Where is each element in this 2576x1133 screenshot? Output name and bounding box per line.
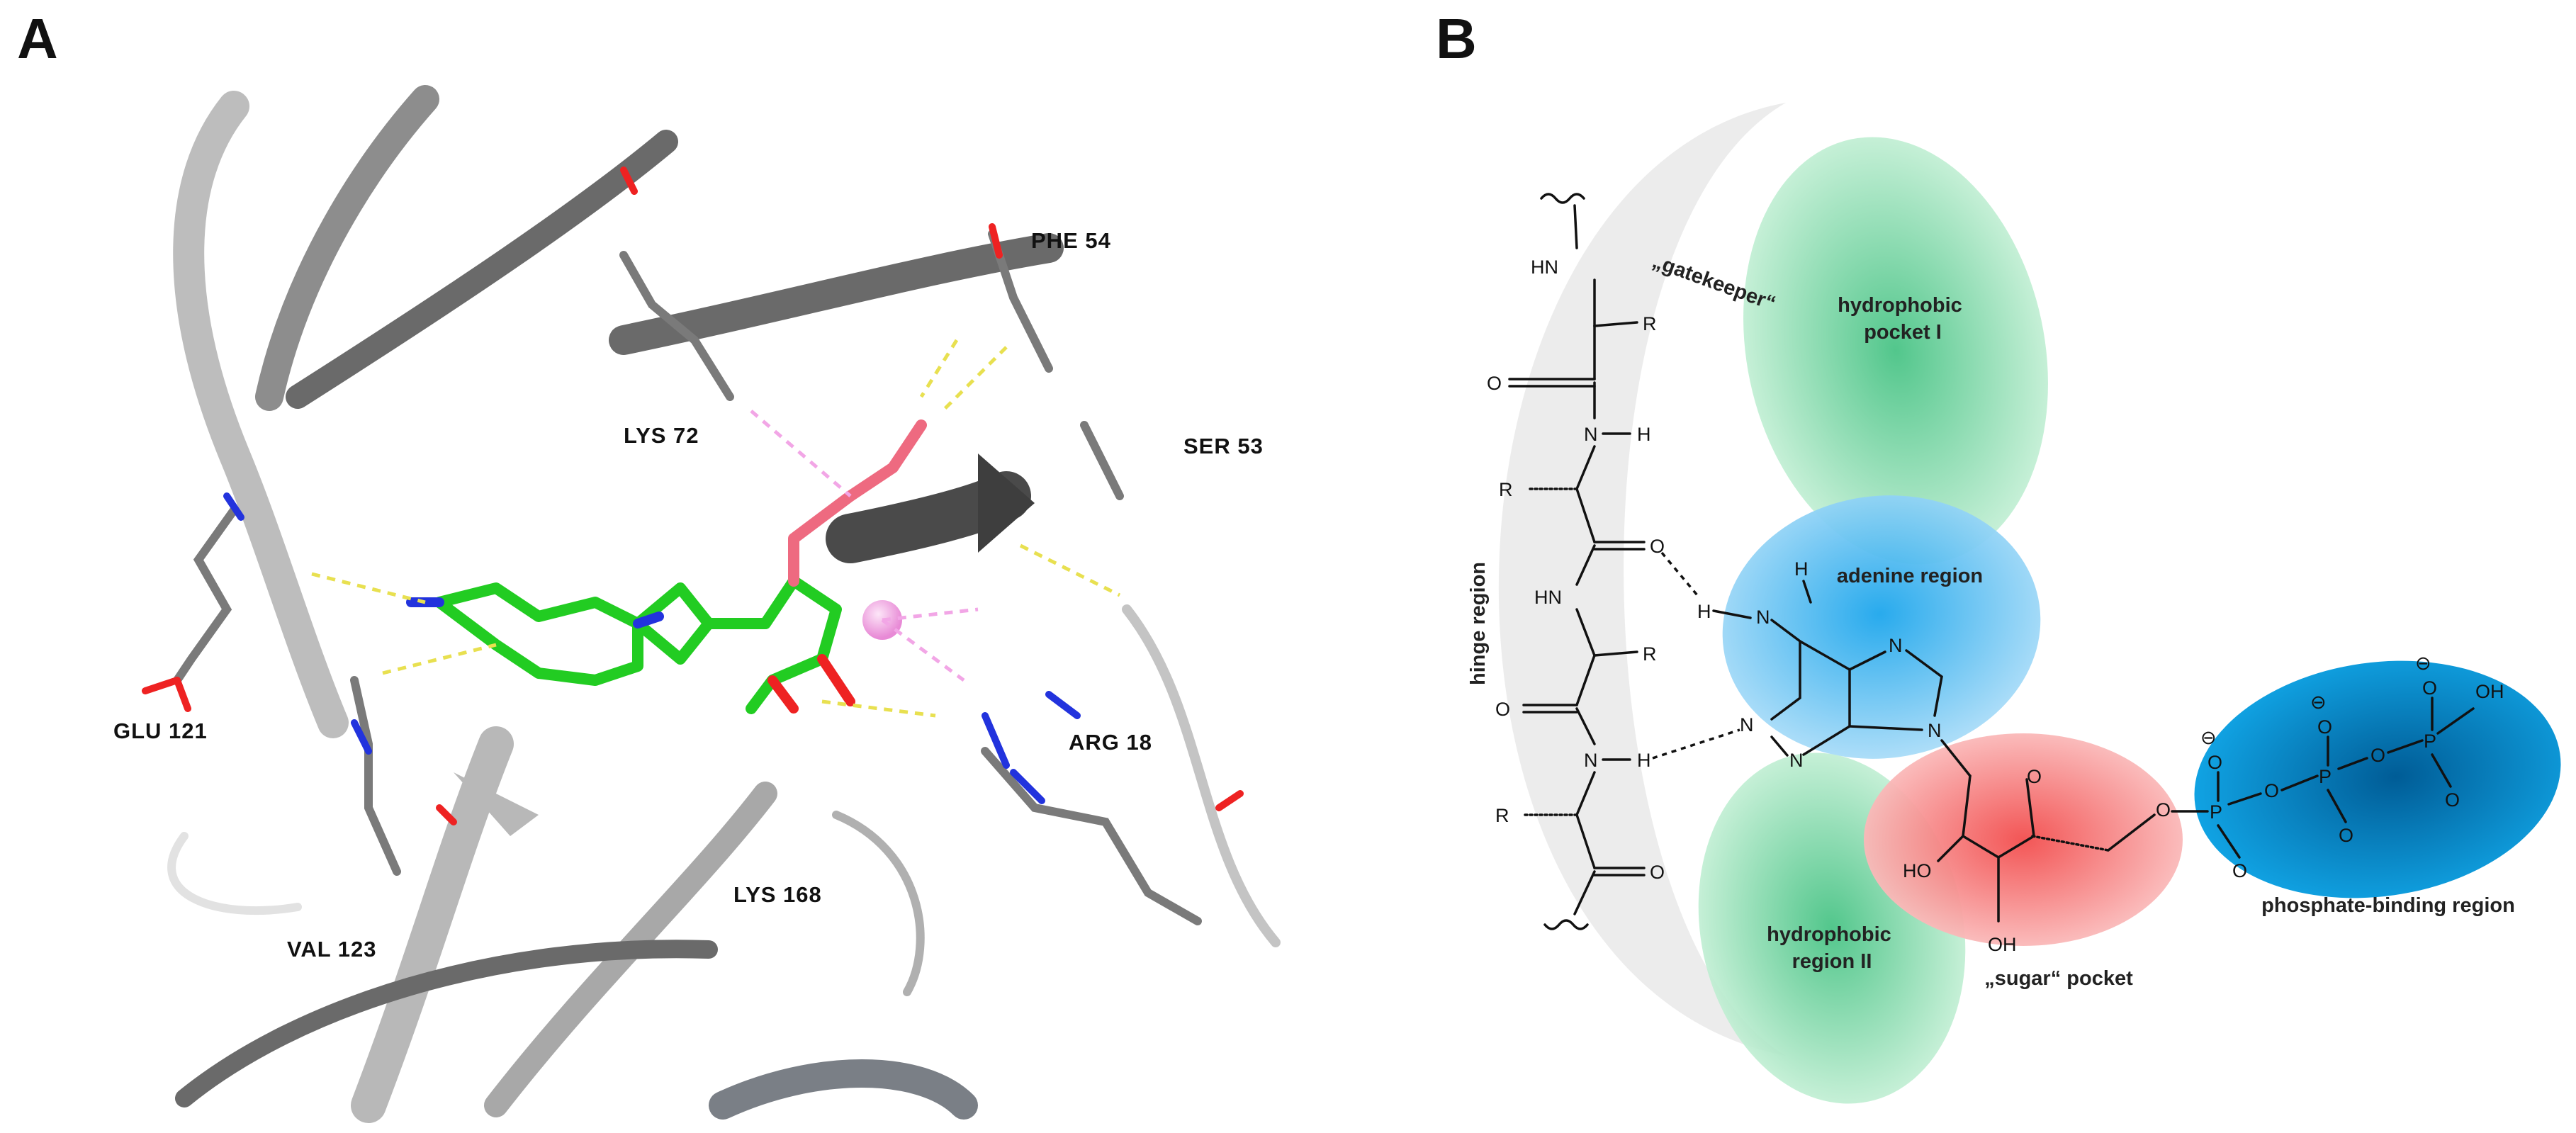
ribbon-coil-bottom — [175, 940, 718, 1107]
wavy-bond-bottom — [1543, 919, 1589, 930]
adenine-region-label: adenine region — [1837, 565, 1983, 587]
panel-b-letter: B — [1436, 7, 1477, 70]
sugar-pocket-label: „sugar“ pocket — [1984, 967, 2133, 990]
hinge-backbone: HN R O N H R O HN R — [1487, 193, 1665, 930]
ribbon-strand-phe54 — [609, 233, 1064, 355]
label-val123: VAL 123 — [287, 937, 376, 962]
svg-text:⊖: ⊖ — [2310, 692, 2327, 713]
svg-text:P: P — [2319, 766, 2332, 787]
svg-text:H: H — [1637, 424, 1651, 445]
svg-text:N: N — [1928, 720, 1942, 741]
hinge-region-label: hinge region — [1467, 562, 1490, 685]
svg-text:N: N — [1584, 424, 1598, 445]
label-lys168: LYS 168 — [733, 882, 822, 907]
label-phe54: PHE 54 — [1031, 228, 1111, 253]
svg-text:R: R — [1643, 643, 1657, 665]
ribbon-arrowhead-dark — [978, 453, 1035, 553]
phosphate-binding-label: phosphate-binding region — [2261, 894, 2515, 917]
label-lys72: LYS 72 — [624, 423, 699, 448]
svg-text:O: O — [2339, 825, 2353, 846]
svg-text:O: O — [2207, 752, 2222, 773]
svg-text:O: O — [2156, 799, 2171, 821]
svg-text:P: P — [2210, 801, 2222, 823]
svg-text:H: H — [1637, 750, 1651, 771]
panel-a: A — [17, 7, 1281, 1123]
svg-text:O: O — [2264, 780, 2279, 801]
svg-text:HN: HN — [1534, 587, 1562, 608]
svg-text:O: O — [1650, 862, 1665, 883]
svg-text:N: N — [1756, 607, 1770, 628]
svg-text:R: R — [1499, 479, 1513, 500]
label-ser53: SER 53 — [1183, 434, 1264, 458]
svg-text:O: O — [1650, 536, 1665, 557]
svg-text:N: N — [1889, 635, 1903, 656]
svg-text:⊖: ⊖ — [2415, 653, 2431, 674]
wavy-bond-top — [1540, 193, 1585, 204]
svg-text:H: H — [1697, 601, 1711, 622]
panel-b: B hinge region hydrophobic pocket I aden… — [1436, 7, 2561, 1104]
adenine-region-shape — [1722, 495, 2041, 759]
svg-text:O: O — [2027, 766, 2042, 787]
ribbon-coil-right — [1122, 604, 1281, 947]
svg-text:O: O — [1495, 699, 1510, 720]
label-arg18: ARG 18 — [1069, 730, 1152, 755]
svg-text:H: H — [1794, 558, 1809, 580]
ribbon-strand-bottom-mid — [484, 782, 777, 1117]
ribbon-strand-left — [173, 91, 349, 738]
svg-text:O: O — [2370, 745, 2385, 766]
svg-text:O: O — [2317, 716, 2332, 738]
hydrophobic-pocket-1-shape — [1743, 137, 2048, 565]
svg-text:O: O — [2422, 677, 2437, 699]
svg-text:R: R — [1643, 313, 1657, 334]
svg-text:R: R — [1495, 805, 1509, 826]
hbond-carbonyl-nh2 — [1660, 551, 1699, 597]
svg-text:O: O — [2445, 789, 2460, 811]
panel-a-letter: A — [17, 7, 58, 70]
ligand-hbonds — [311, 339, 1121, 718]
hbond-nh-n1 — [1652, 728, 1740, 760]
ligand-sticks — [406, 419, 927, 714]
sugar-pocket-shape — [1864, 733, 2183, 946]
phosphate-structure: P O ⊖ O O P O ⊖ O O P O ⊖ OH O — [2171, 653, 2504, 881]
adenine-structure: H H N N N N N — [1697, 558, 1943, 771]
hinge-region-shape — [1498, 103, 1786, 1056]
svg-text:P: P — [2424, 731, 2436, 752]
svg-text:N: N — [1789, 750, 1804, 771]
ribbon-helix-bottom — [709, 1059, 978, 1120]
ribbon-coil-val123 — [167, 832, 302, 915]
svg-text:⊖: ⊖ — [2200, 727, 2217, 748]
svg-text:N: N — [1584, 750, 1598, 771]
svg-text:OH: OH — [2475, 681, 2504, 702]
svg-text:N: N — [1740, 714, 1754, 735]
atom-hn-1: HN — [1531, 257, 1558, 278]
ribbon-coil-lys168 — [832, 811, 925, 996]
svg-text:O: O — [1487, 373, 1502, 394]
svg-text:OH: OH — [1988, 934, 2017, 955]
ribose-structure: O O HO OH — [1903, 739, 2171, 955]
ribbon-arrowhead-bottom — [454, 772, 539, 836]
svg-text:O: O — [2232, 860, 2247, 881]
residue-heteroatoms — [142, 167, 1244, 825]
svg-text:HO: HO — [1903, 860, 1932, 881]
hydrophobic-region-2-label: hydrophobic region II — [1767, 923, 1897, 973]
hydrophobic-pocket-1-label: hydrophobic pocket I — [1838, 294, 1968, 344]
metal-coordination — [750, 410, 979, 682]
label-glu121: GLU 121 — [113, 718, 208, 743]
phosphate-binding-shape — [2194, 660, 2561, 898]
ribbon-strand-top-left — [255, 85, 439, 411]
